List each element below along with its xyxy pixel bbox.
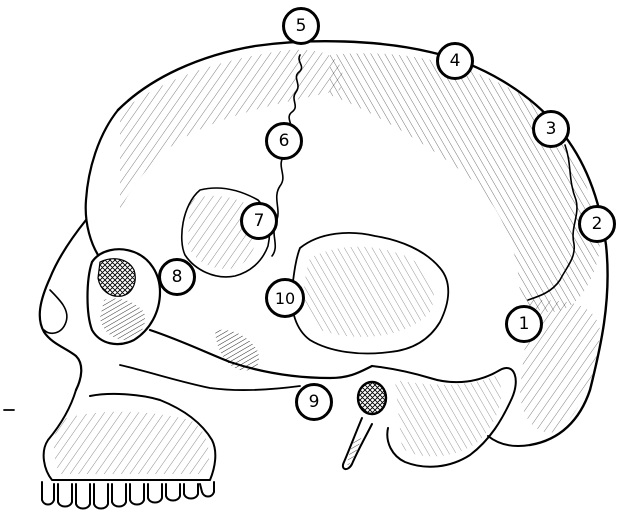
label-4: 4	[436, 42, 474, 80]
label-9: 9	[295, 383, 333, 421]
zygomatic-dark	[215, 330, 259, 371]
label-8: 8	[158, 258, 196, 296]
nasal-bone	[44, 290, 67, 333]
orbit-inner	[100, 299, 145, 341]
teeth	[42, 482, 214, 509]
label-2: 2	[578, 205, 616, 243]
orbit-dark	[98, 259, 135, 297]
occipital-base	[488, 436, 530, 446]
temporal-hatching	[304, 247, 434, 337]
label-3: 3	[532, 110, 570, 148]
label-5: 5	[282, 7, 320, 45]
ear-canal	[358, 382, 386, 414]
label-10: 10	[265, 278, 305, 318]
maxilla-hatching	[54, 412, 209, 474]
zygomatic-lower	[120, 365, 300, 390]
label-7: 7	[240, 202, 278, 240]
vault-hatching	[120, 50, 343, 210]
frontal-outline	[86, 110, 118, 255]
label-1: 1	[505, 305, 543, 343]
zygomatic-arch	[150, 330, 372, 378]
mastoid-hatching	[395, 376, 501, 456]
label-6: 6	[265, 122, 303, 160]
